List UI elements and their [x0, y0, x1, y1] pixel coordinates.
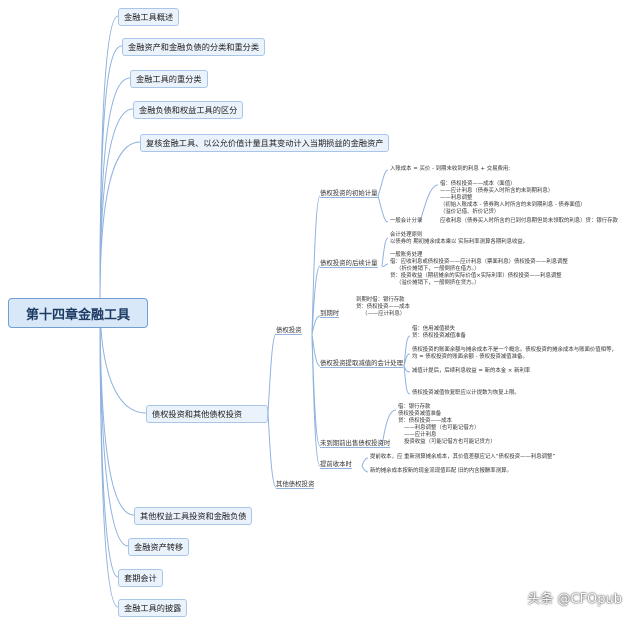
branch-compound[interactable]: 复核金融工具、以公允价值计量且其变动计入当期损益的金融资产 [140, 134, 390, 152]
note-imp-2: 贷：债权投资减值准备 [412, 333, 466, 339]
note-sub-7: （溢价摊销下，一般倒挤在贷方。） [396, 280, 480, 286]
note-sale-3: 贷：债权投资——成本 [398, 418, 452, 424]
node-other-debt[interactable]: 其他债权投资 [276, 480, 315, 490]
note-sub-5: （折价摊销下，一般倒挤在借方。） [396, 266, 480, 272]
note-imp-3: 债权投资的账面余额与摊余成本不是一个概念。债权投资的摊余成本与账面价值相等， [412, 347, 617, 353]
note-initial-2: 借：债权投资——成本（面值） [440, 181, 516, 187]
branch-transfer[interactable]: 金融资产转移 [128, 538, 190, 556]
note-early-1: 提前收本，应 重新测算摊余成本，其价值差额应记入“债权投资——利息调整” [370, 454, 556, 460]
node-impairment[interactable]: 债权投资提取减值的会计处理 [320, 359, 404, 369]
note-sale-5: ——应计利息 [404, 432, 437, 438]
note-initial-5: （初始入账成本 - 债券购入时所含的未到期利息 - 债券面值） [440, 202, 586, 208]
branch-overview[interactable]: 金融工具概述 [118, 8, 180, 26]
note-sub-3: 一般账务处理 [390, 252, 423, 258]
root-node[interactable]: 第十四章金融工具 [8, 298, 148, 328]
branch-hedge[interactable]: 套期会计 [118, 569, 163, 587]
note-imp-1: 借：信用减值损失 [412, 326, 456, 332]
branch-liability-equity[interactable]: 金融负债和权益工具的区分 [133, 101, 244, 119]
node-subsequent[interactable]: 债权投资的后续计量 [320, 259, 378, 269]
note-early-2: 新的摊余成本按新的现金流现值匹配 旧的内含报酬率测算。 [370, 468, 512, 474]
node-debt[interactable]: 债权投资 [276, 326, 302, 336]
branch-equity-investment[interactable]: 其他权益工具投资和金融负债 [134, 507, 253, 525]
note-sub-6: 贷：投资收益（期初摊余的实际价值×实际利率）债权投资——利息调整 [390, 273, 562, 279]
note-sale-6: 投资收益（可能记借方也可能记贷方） [404, 439, 496, 445]
note-imp-6: 债权投资减值恢复职应以计提数为恢复上限。 [412, 390, 520, 396]
note-sub-2: 以债券的 期初摊余成本乘以 实际利率测算各期利息收益。 [390, 239, 529, 245]
note-initial-4: ——利息调整 [440, 195, 473, 201]
note-mat-1: 到期时借：银行存款 [356, 297, 405, 303]
note-mat-2: 贷：债权投资——成本 [356, 304, 410, 310]
node-early[interactable]: 提前收本时 [320, 460, 352, 470]
note-sale-1: 借：银行存款 [398, 404, 431, 410]
note-imp-4: 均 = 债权投资的账面余额 - 债权投资减值准备。 [412, 354, 528, 360]
watermark: 头条 @CFOpub [527, 592, 622, 607]
note-initial-7: 一般会计分录 [390, 218, 423, 224]
note-sub-1: 会计处理原则 [390, 232, 423, 238]
branch-debt-investment[interactable]: 债权投资和其他债权投资 [146, 405, 268, 423]
node-initial[interactable]: 债权投资的初始计量 [320, 189, 378, 199]
node-sale[interactable]: 未到期前出售债权投资时 [320, 439, 391, 449]
branch-disclosure[interactable]: 金融工具的披露 [118, 599, 188, 617]
note-mat-3: （——应计利息） [362, 311, 406, 317]
note-sub-4: 借：应收利息或债权投资——应计利息（票面利息）债权投资——利息调整 [390, 259, 568, 265]
note-initial-3: ——应计利息（债券买入时所含的未到期利息） [440, 188, 554, 194]
note-initial-1: 入账成本 = 买价 - 到期未收到的利息 + 交易费用; [390, 166, 511, 172]
branch-reclassification[interactable]: 金融工具的重分类 [130, 70, 208, 88]
note-sale-2: 债权投资减值准备 [398, 411, 442, 417]
note-initial-6: （溢价记借、折价记贷） [440, 209, 500, 215]
note-sale-4: ——利息调整（也可能记借方） [404, 425, 480, 431]
branch-classification[interactable]: 金融资产和金融负债的分类和重分类 [122, 38, 266, 56]
note-imp-5: 减值计提后，后续利息收益 = 新的本金 × 新利率 [412, 368, 531, 374]
node-maturity[interactable]: 到期时 [320, 309, 340, 319]
note-initial-8: 应收利息（债券买入时所含的已到付息期但尚未领取的利息）贷：银行存款 [440, 218, 618, 224]
